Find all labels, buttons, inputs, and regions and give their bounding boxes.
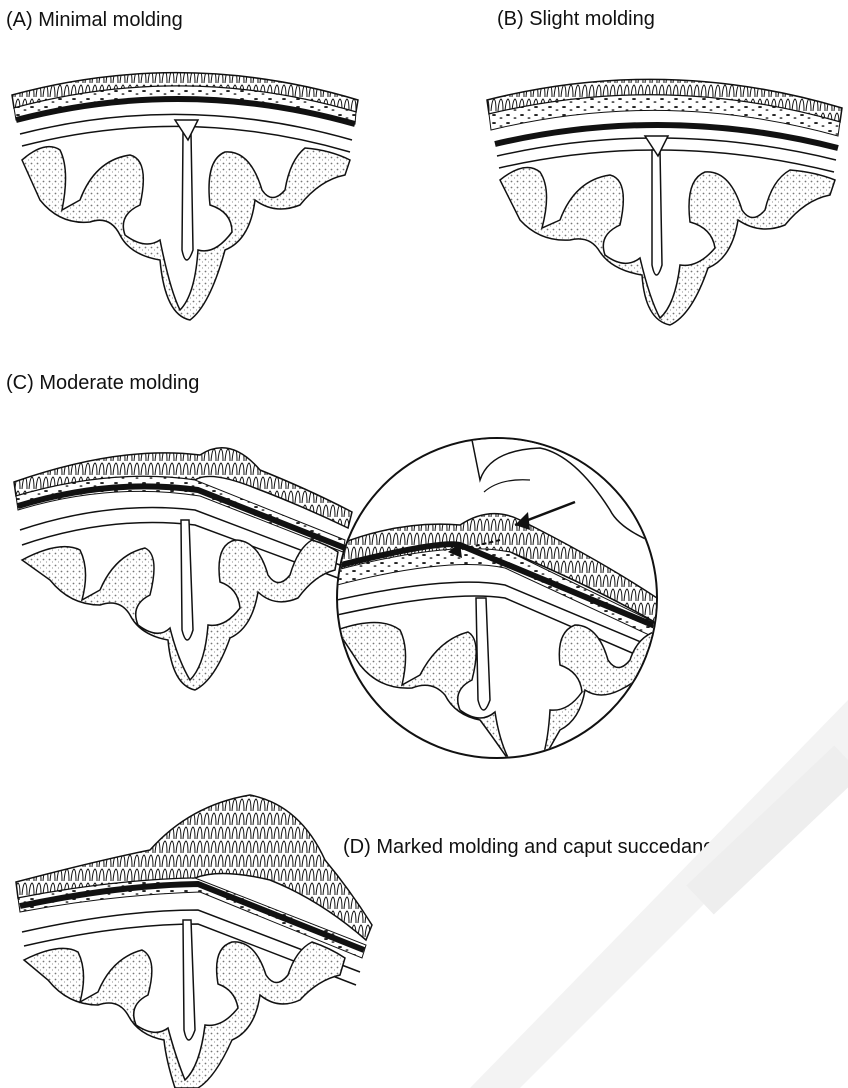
panel-a-diagram	[12, 73, 358, 320]
panel-c-diagram	[14, 448, 352, 690]
panel-b-diagram	[487, 79, 842, 325]
panel-c-magnified-circle	[337, 430, 660, 765]
panel-d-diagram	[16, 795, 372, 1088]
